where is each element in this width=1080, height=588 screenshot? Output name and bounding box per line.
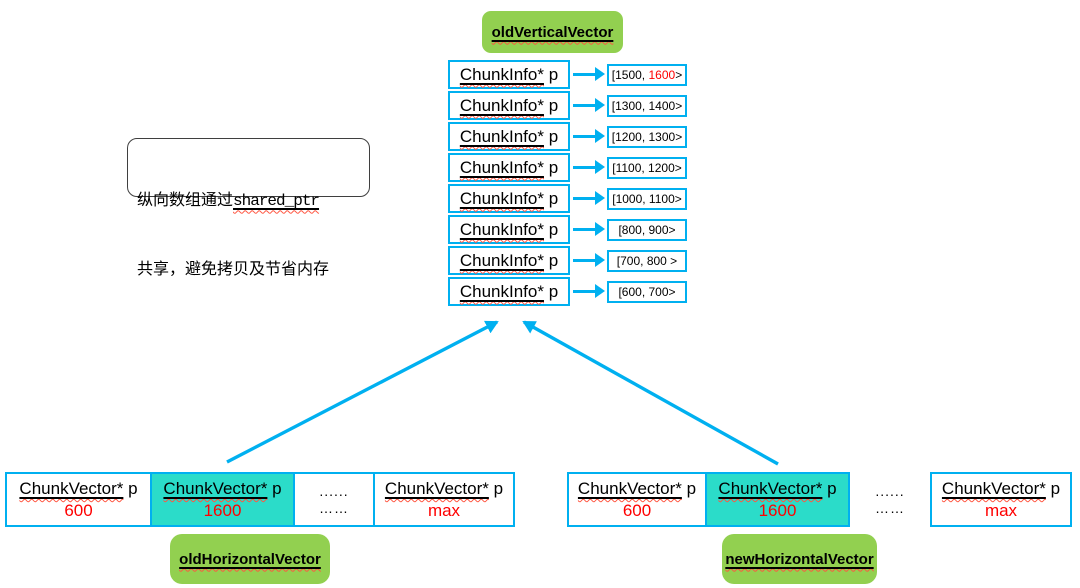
right-arrow-icon	[570, 215, 607, 244]
right-arrow-icon	[570, 246, 607, 275]
chunkinfo-cell: ChunkInfo* p	[448, 153, 570, 182]
chunk-range-cell: [1200, 1300>	[607, 125, 687, 148]
chunkvector-cell-max: ChunkVector* p max	[373, 472, 515, 527]
old-vertical-vector-label: oldVerticalVector	[482, 11, 623, 53]
cell-value: 1600	[758, 500, 797, 520]
right-arrow-icon	[570, 60, 607, 89]
note-line2: 共享，避免拷贝及节省内存	[137, 260, 330, 278]
arrow-old-to-vertical	[226, 320, 499, 464]
label-text: oldVerticalVector	[491, 23, 614, 41]
chunkvector-cell-1600-highlight: ChunkVector* p 1600	[705, 472, 850, 527]
label-text: newHorizontalVector	[725, 550, 874, 568]
ellipsis-cell: ...... ……	[293, 472, 375, 527]
right-arrow-icon	[570, 122, 607, 151]
chunkvector-cell-600: ChunkVector* p 600	[5, 472, 152, 527]
label-text: oldHorizontalVector	[179, 550, 321, 568]
new-horizontal-vector-label: newHorizontalVector	[722, 534, 877, 584]
right-arrow-icon	[570, 153, 607, 182]
chunkinfo-cell: ChunkInfo* p	[448, 246, 570, 275]
shared-ptr-code: shared_ptr	[233, 192, 320, 211]
right-arrow-icon	[570, 184, 607, 213]
chunkinfo-cell: ChunkInfo* p	[448, 122, 570, 151]
chunk-range-cell: [800, 900>	[607, 218, 687, 241]
note-box: 纵向数组通过shared_ptr 共享，避免拷贝及节省内存	[127, 138, 370, 278]
cell-value: max	[984, 500, 1018, 520]
vertical-vector: ChunkInfo* p [1500, 1600> ChunkInfo* p […	[448, 60, 687, 306]
chunkinfo-cell: ChunkInfo* p	[448, 184, 570, 213]
chunk-range-cell: [1300, 1400>	[607, 94, 687, 117]
cell-value: 1600	[203, 500, 242, 520]
chunk-range-cell: [600, 700>	[607, 280, 687, 303]
cell-value: max	[427, 500, 461, 520]
new-horizontal-vector: ChunkVector* p 600 ChunkVector* p 1600 .…	[567, 472, 1072, 527]
chunk-range-cell: [1100, 1200>	[607, 156, 687, 179]
note-line1: 纵向数组通过shared_ptr	[137, 192, 320, 211]
vector-row: ChunkInfo* p [600, 700>	[448, 277, 687, 306]
chunkinfo-cell: ChunkInfo* p	[448, 91, 570, 120]
vector-row: ChunkInfo* p [700, 800 >	[448, 246, 687, 275]
chunk-range-cell: [700, 800 >	[607, 249, 687, 272]
chunkvector-cell-600: ChunkVector* p 600	[567, 472, 707, 527]
chunk-range-cell: [1500, 1600>	[607, 63, 687, 86]
old-horizontal-vector: ChunkVector* p 600 ChunkVector* p 1600 .…	[5, 472, 515, 527]
ellipsis-cell: ...... ……	[850, 472, 930, 527]
vector-row: ChunkInfo* p [1100, 1200>	[448, 153, 687, 182]
arrow-new-to-vertical	[522, 320, 779, 466]
chunkinfo-cell: ChunkInfo* p	[448, 277, 570, 306]
vector-row: ChunkInfo* p [1000, 1100>	[448, 184, 687, 213]
old-horizontal-vector-label: oldHorizontalVector	[170, 534, 330, 584]
chunk-range-cell: [1000, 1100>	[607, 187, 687, 210]
right-arrow-icon	[570, 277, 607, 306]
chunkinfo-cell: ChunkInfo* p	[448, 215, 570, 244]
vector-row: ChunkInfo* p [800, 900>	[448, 215, 687, 244]
cell-value: 600	[622, 500, 652, 520]
right-arrow-icon	[570, 91, 607, 120]
cell-value: 600	[64, 500, 93, 520]
chunkvector-cell-1600-highlight: ChunkVector* p 1600	[150, 472, 295, 527]
chunkvector-cell-max: ChunkVector* p max	[930, 472, 1072, 527]
vector-row: ChunkInfo* p [1300, 1400>	[448, 91, 687, 120]
vector-row: ChunkInfo* p [1200, 1300>	[448, 122, 687, 151]
vector-row: ChunkInfo* p [1500, 1600>	[448, 60, 687, 89]
chunkinfo-cell: ChunkInfo* p	[448, 60, 570, 89]
